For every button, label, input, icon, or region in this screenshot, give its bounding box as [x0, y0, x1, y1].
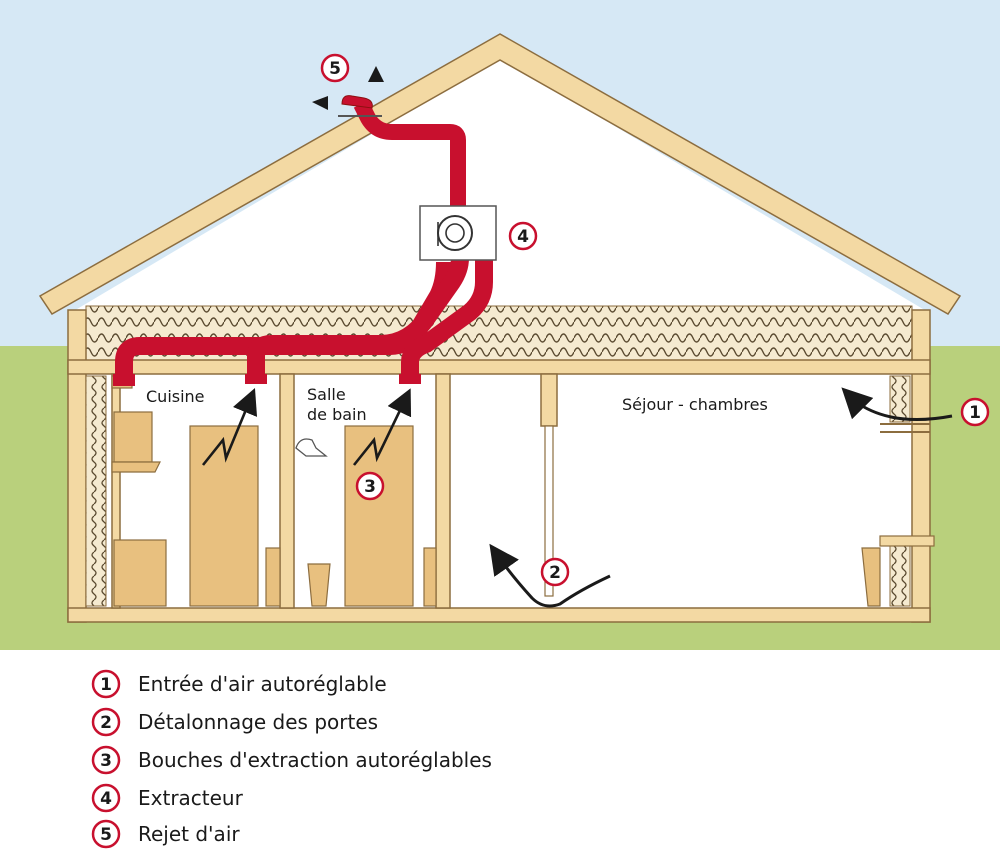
kitchen-extraction-arrow	[201, 387, 258, 466]
marker-3: 3	[355, 471, 385, 501]
room-label-kitchen: Cuisine	[146, 387, 205, 406]
svg-text:Détalonnage des portes: Détalonnage des portes	[138, 710, 378, 734]
ventilation-ducts	[115, 100, 493, 380]
door-undercut-arrow	[489, 543, 611, 608]
marker-1: 1	[960, 397, 990, 427]
svg-text:Rejet d'air: Rejet d'air	[138, 822, 240, 846]
marker-2: 2	[540, 557, 570, 587]
duct-grilles	[113, 374, 421, 386]
legend-item-3: 3 Bouches d'extraction autoréglables	[91, 745, 492, 775]
exhaust-arrow-up	[368, 66, 384, 82]
legend-item-5: 5 Rejet d'air	[91, 819, 240, 849]
svg-text:Extracteur: Extracteur	[138, 786, 244, 810]
legend-item-4: 4 Extracteur	[91, 783, 244, 813]
exhaust-arrow-left	[312, 96, 328, 110]
shower-head-icon	[295, 438, 328, 457]
svg-text:3: 3	[100, 751, 112, 771]
legend: 1 Entrée d'air autoréglable 2 Détalonnag…	[91, 669, 492, 849]
interior-door	[544, 425, 554, 597]
living-furniture	[861, 547, 881, 607]
kitchen-furniture	[111, 375, 281, 607]
svg-text:4: 4	[100, 789, 112, 809]
roof	[38, 33, 962, 315]
room-label-bathroom-1: Salle	[307, 385, 346, 404]
svg-text:1: 1	[969, 403, 981, 423]
right-wall-insulation-top	[889, 375, 911, 423]
svg-text:5: 5	[100, 825, 112, 845]
marker-5: 5	[320, 53, 350, 83]
roof-outlet	[341, 95, 373, 109]
svg-text:2: 2	[100, 713, 112, 733]
right-wall-insulation-bottom	[889, 543, 911, 607]
svg-text:1: 1	[100, 675, 112, 695]
svg-text:3: 3	[364, 477, 376, 497]
svg-text:Entrée d'air autoréglable: Entrée d'air autoréglable	[138, 672, 387, 696]
svg-text:Bouches d'extraction autorégla: Bouches d'extraction autoréglables	[138, 748, 492, 772]
svg-text:5: 5	[329, 59, 341, 79]
legend-item-1: 1 Entrée d'air autoréglable	[91, 669, 387, 699]
extractor-unit	[419, 205, 497, 261]
room-label-living: Séjour - chambres	[622, 395, 768, 414]
legend-item-2: 2 Détalonnage des portes	[91, 707, 378, 737]
left-wall-insulation	[85, 375, 107, 607]
svg-text:4: 4	[517, 227, 529, 247]
air-inlet-arrow	[841, 387, 953, 422]
room-label-bathroom-2: de bain	[307, 405, 367, 424]
svg-text:2: 2	[549, 563, 561, 583]
bathroom-extraction-arrow	[352, 388, 412, 466]
marker-4: 4	[508, 221, 538, 251]
legend-background	[0, 650, 1000, 851]
window-sill	[879, 535, 935, 547]
attic-space	[72, 58, 928, 312]
